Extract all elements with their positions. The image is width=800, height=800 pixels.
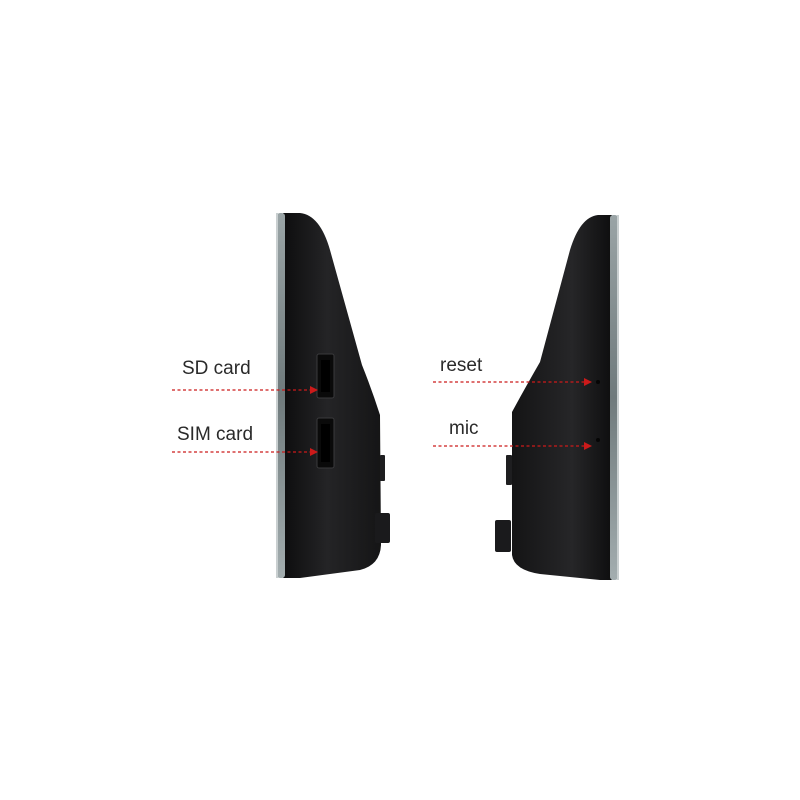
device-left-side-button bbox=[380, 455, 385, 481]
device-right-screen-edge bbox=[610, 215, 618, 580]
device-left-screen-edge bbox=[277, 213, 285, 578]
sim-card-label: SIM card bbox=[177, 424, 254, 445]
reset-label: reset bbox=[440, 355, 483, 376]
device-right-side-button bbox=[506, 455, 512, 485]
device-right-side bbox=[495, 215, 619, 580]
device-left-side bbox=[276, 213, 390, 578]
device-right-body bbox=[512, 215, 612, 580]
mic-label: mic bbox=[449, 418, 479, 439]
reset-hole bbox=[596, 380, 600, 384]
device-right-mount-plug bbox=[495, 520, 511, 552]
sd-card-label: SD card bbox=[182, 358, 251, 379]
mic-hole bbox=[596, 438, 600, 442]
device-left-mount-plug bbox=[375, 513, 390, 543]
pointer-lines bbox=[172, 378, 592, 456]
